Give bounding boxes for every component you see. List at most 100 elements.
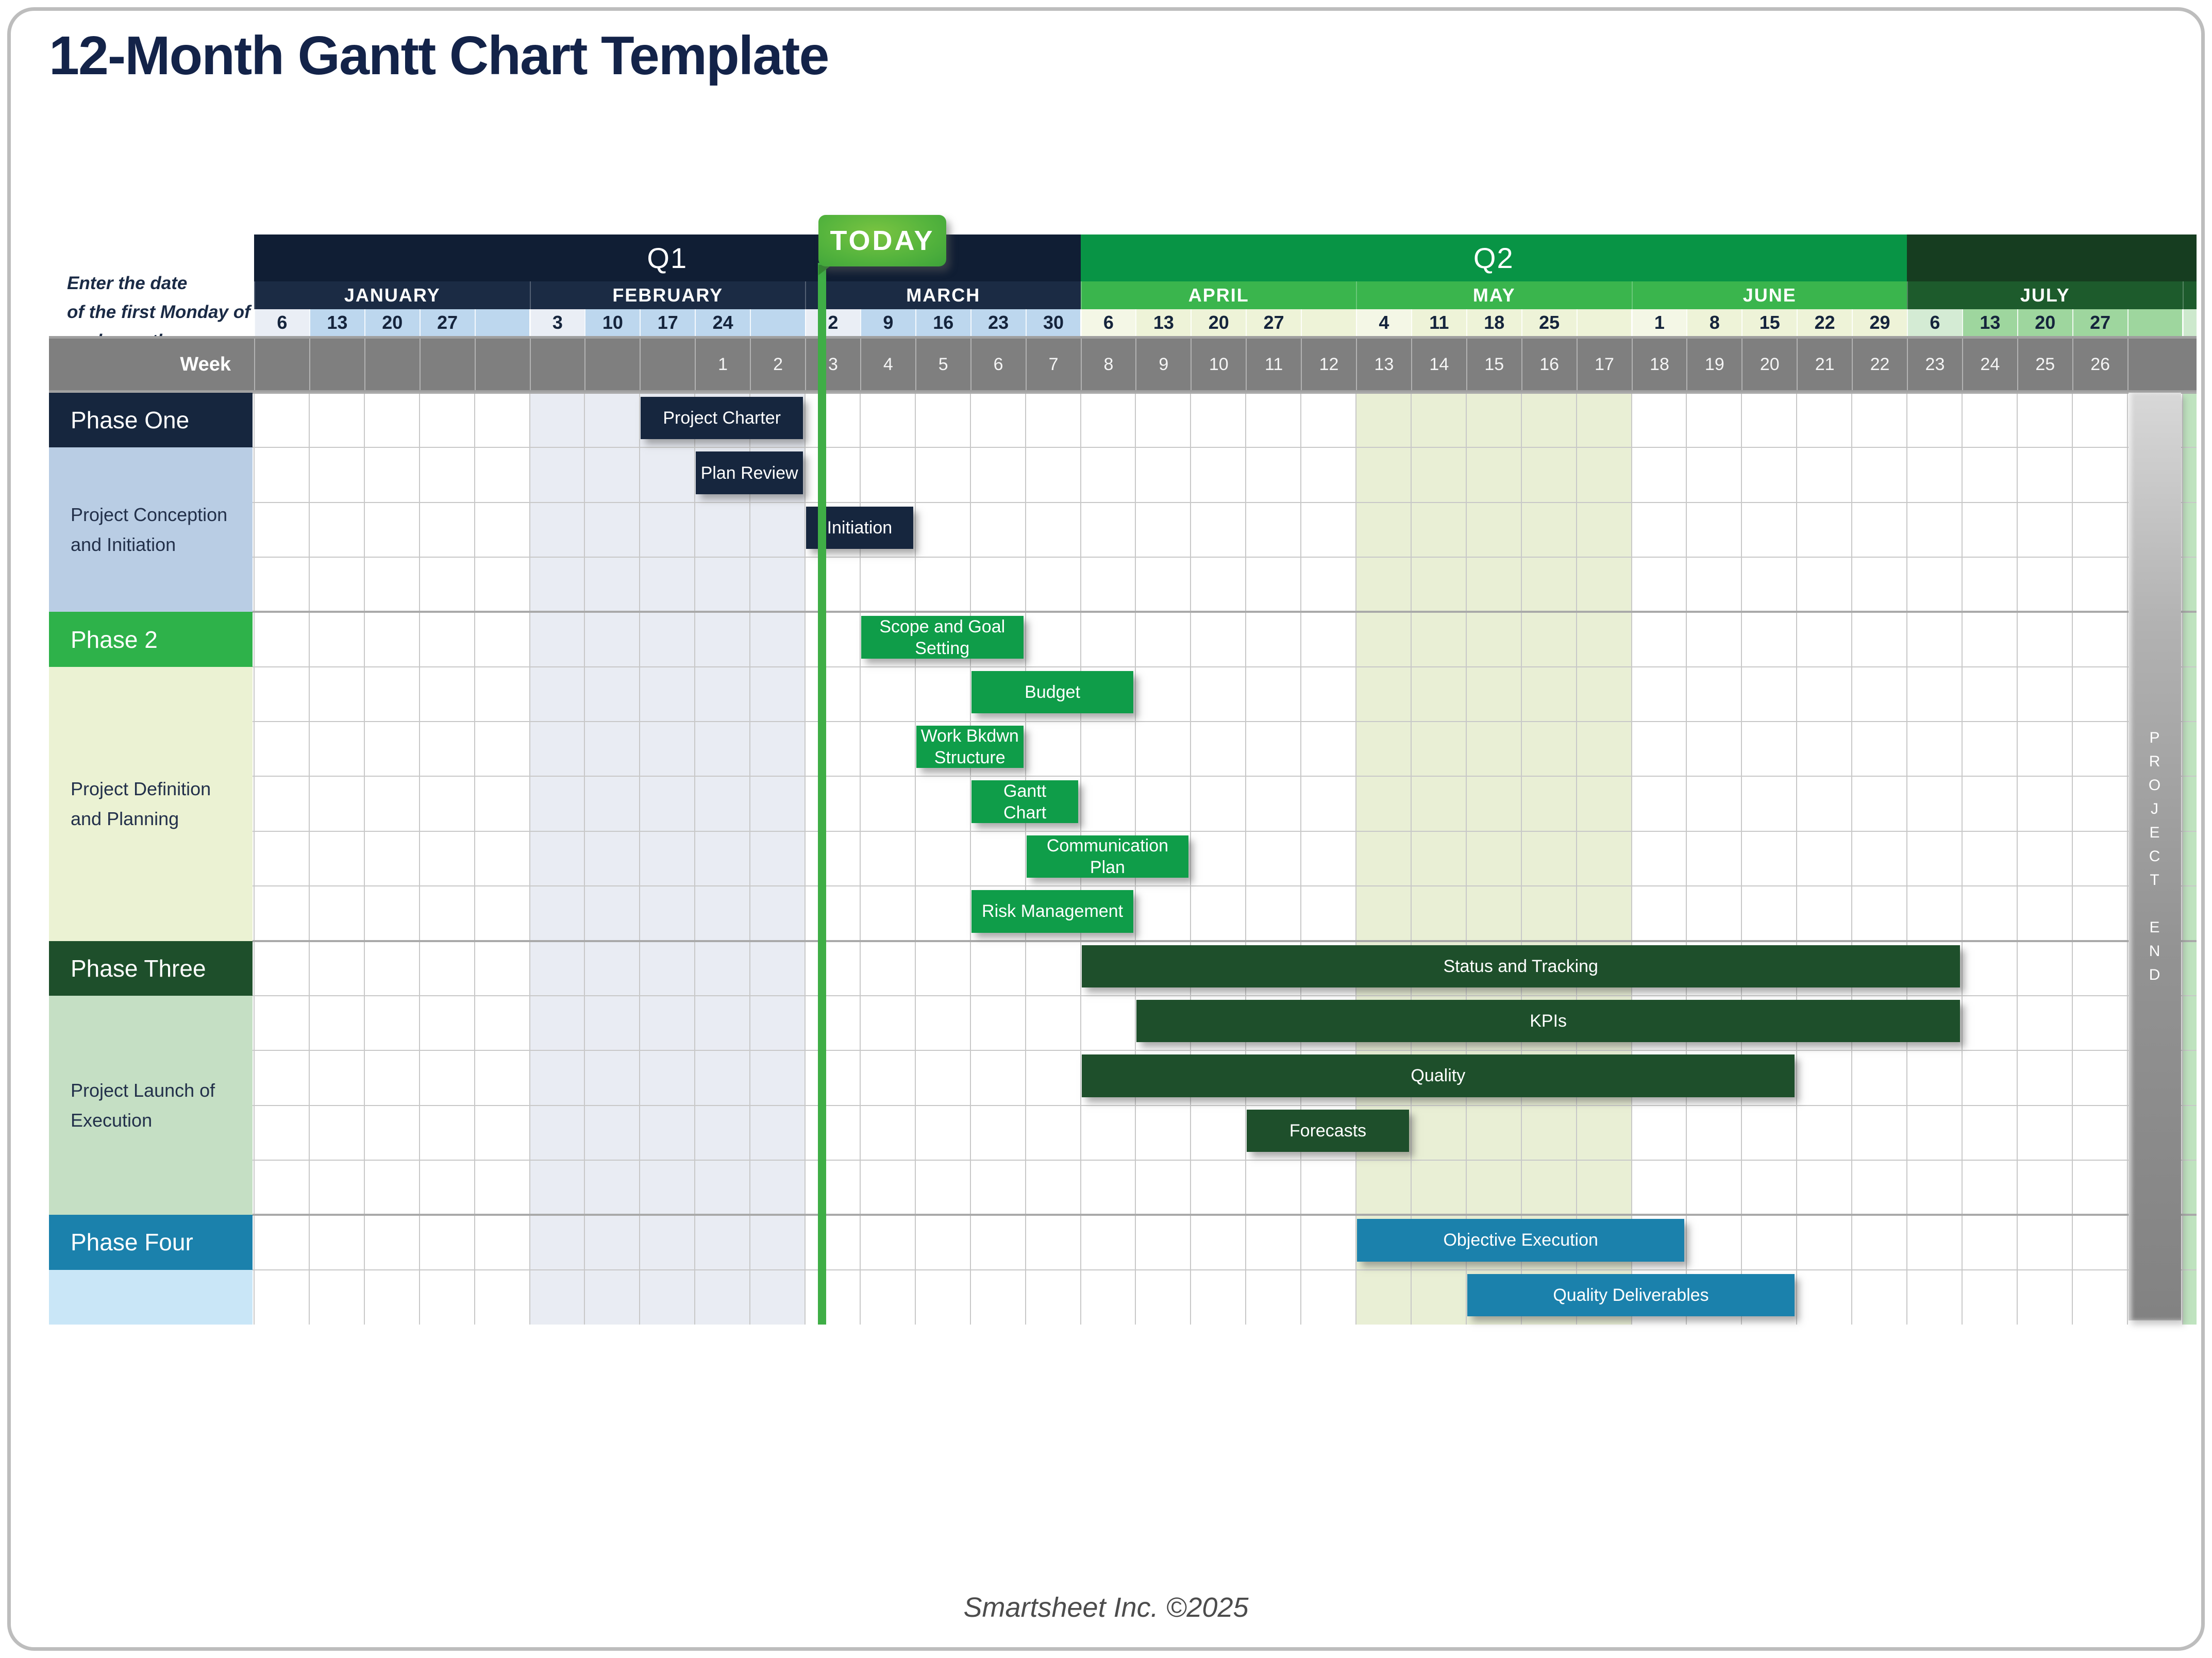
week-cell: 10: [1191, 339, 1246, 390]
date-cell[interactable]: 3: [529, 309, 585, 336]
week-row-label: Week: [180, 353, 231, 375]
month-header-april: APRIL: [1080, 281, 1356, 309]
task-bar[interactable]: Budget: [971, 671, 1134, 714]
week-cell: 19: [1686, 339, 1741, 390]
date-cell[interactable]: 27: [2072, 309, 2127, 336]
date-cell[interactable]: 9: [860, 309, 915, 336]
date-cell[interactable]: [474, 309, 530, 336]
week-cell: [419, 339, 475, 390]
date-cell[interactable]: 22: [1797, 309, 1852, 336]
grid-line-vertical: [1796, 393, 1798, 1325]
grid-line-vertical: [308, 393, 310, 1325]
quarter-header-3: [1907, 235, 2197, 281]
date-cell[interactable]: 29: [1852, 309, 1907, 336]
grid-line-horizontal: [49, 830, 2197, 832]
date-cell[interactable]: 1: [1631, 309, 1687, 336]
grid-line-vertical: [805, 393, 806, 1325]
date-cell[interactable]: 25: [1521, 309, 1577, 336]
date-cell[interactable]: 6: [254, 309, 309, 336]
task-bar[interactable]: Quality: [1081, 1054, 1795, 1097]
week-cell: 9: [1135, 339, 1191, 390]
date-cell[interactable]: [2127, 309, 2183, 336]
date-cell[interactable]: 2: [805, 309, 860, 336]
grid-line-vertical: [859, 393, 861, 1325]
week-cell: 16: [1521, 339, 1577, 390]
date-cell[interactable]: 4: [1356, 309, 1411, 336]
date-cell[interactable]: 13: [1135, 309, 1191, 336]
week-cell: 25: [2017, 339, 2072, 390]
week-cell: 22: [1852, 339, 1907, 390]
grid-line-vertical: [1851, 393, 1853, 1325]
phase-label-3: Project Launch of Execution: [49, 995, 253, 1215]
task-bar[interactable]: Status and Tracking: [1081, 945, 1960, 987]
project-end-letter: P: [2149, 729, 2160, 746]
date-cell[interactable]: 27: [419, 309, 475, 336]
grid-line-vertical: [2126, 393, 2128, 1325]
grid-line-vertical: [969, 393, 971, 1325]
grid-line-vertical: [1906, 393, 1907, 1325]
date-cell[interactable]: 30: [1025, 309, 1081, 336]
grid-line-vertical: [1520, 393, 1522, 1325]
date-cell[interactable]: 18: [1466, 309, 1521, 336]
date-cell[interactable]: [1576, 309, 1632, 336]
date-cell[interactable]: 6: [1907, 309, 1962, 336]
date-cell[interactable]: 20: [1191, 309, 1246, 336]
phase-label-2: Project Definition and Planning: [49, 666, 253, 941]
note-line: Enter the date: [67, 273, 188, 293]
month-header-sliver: [2182, 281, 2197, 309]
week-cell: 8: [1080, 339, 1136, 390]
task-bar[interactable]: Gantt Chart: [971, 780, 1079, 823]
week-cell: [584, 339, 640, 390]
grid-line-horizontal: [49, 776, 2197, 777]
date-cell[interactable]: 13: [1962, 309, 2017, 336]
task-bar[interactable]: KPIs: [1136, 999, 1960, 1043]
date-cell-sliver: [2182, 309, 2197, 336]
grid-line-horizontal: [49, 1214, 2197, 1216]
date-cell[interactable]: 20: [364, 309, 420, 336]
footer-copyright: Smartsheet Inc. ©2025: [963, 1592, 1249, 1623]
date-cell[interactable]: [1301, 309, 1356, 336]
date-cell[interactable]: 10: [584, 309, 640, 336]
date-cell[interactable]: 23: [970, 309, 1026, 336]
date-cell[interactable]: 16: [915, 309, 970, 336]
date-cell[interactable]: [750, 309, 805, 336]
date-cell[interactable]: 6: [1080, 309, 1136, 336]
grid-line-vertical: [1410, 393, 1412, 1325]
grid-line-vertical: [1025, 393, 1026, 1325]
today-badge: TODAY: [818, 215, 946, 266]
date-cell[interactable]: 11: [1411, 309, 1466, 336]
week-cell: [254, 339, 309, 390]
task-bar[interactable]: Work Bkdwn Structure: [916, 726, 1024, 768]
task-bar[interactable]: Risk Management: [971, 890, 1134, 933]
task-bar[interactable]: Plan Review: [696, 451, 803, 494]
task-bar[interactable]: Objective Execution: [1357, 1219, 1685, 1262]
date-cell[interactable]: 13: [309, 309, 364, 336]
project-end-letter: R: [2149, 753, 2161, 770]
week-cell: [364, 339, 420, 390]
grid-line-vertical: [254, 393, 255, 1325]
month-header-march: MARCH: [805, 281, 1081, 309]
task-bar[interactable]: Communication Plan: [1026, 835, 1189, 878]
phase-label-4: [49, 1269, 253, 1325]
task-bar[interactable]: Forecasts: [1247, 1109, 1409, 1152]
date-cell[interactable]: 17: [640, 309, 695, 336]
quarter-header-2: Q2: [1080, 235, 1907, 281]
date-cell[interactable]: 8: [1686, 309, 1742, 336]
date-cell[interactable]: 24: [695, 309, 750, 336]
task-bar[interactable]: Project Charter: [641, 397, 803, 440]
grid-line-horizontal: [49, 1159, 2197, 1161]
grid-line-vertical: [1631, 393, 1632, 1325]
date-cell[interactable]: 27: [1246, 309, 1301, 336]
week-cell: 2: [750, 339, 805, 390]
phase-header-3: Phase Three: [49, 941, 253, 996]
date-cell[interactable]: 15: [1741, 309, 1797, 336]
column-tint-may: [1356, 393, 1632, 1325]
project-end-letter: T: [2150, 872, 2160, 889]
grid-line-horizontal: [49, 995, 2197, 996]
project-end-letter: N: [2149, 943, 2161, 960]
date-cell[interactable]: 20: [2017, 309, 2072, 336]
task-bar[interactable]: Scope and Goal Setting: [861, 616, 1024, 659]
task-bar[interactable]: Quality Deliverables: [1467, 1274, 1795, 1316]
grid-line-vertical: [639, 393, 641, 1325]
